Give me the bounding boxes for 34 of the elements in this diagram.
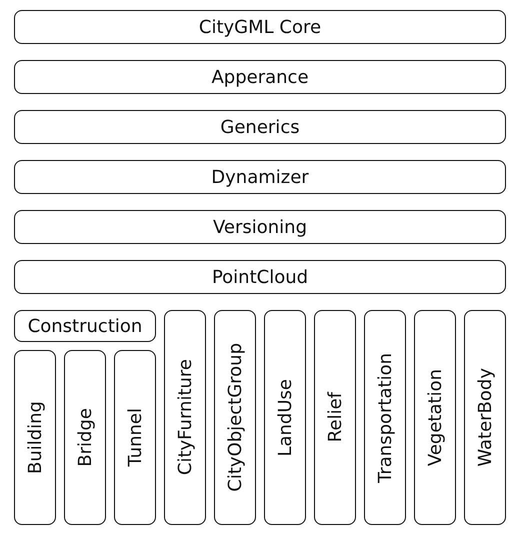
module-label: Versioning — [212, 216, 308, 238]
module-bar — [14, 60, 506, 94]
module-label: CityObjectGroup — [224, 343, 246, 492]
module-column — [114, 350, 156, 525]
module-column — [14, 350, 56, 525]
module-bar — [14, 310, 156, 342]
module-label: Bridge — [74, 408, 96, 467]
module-label: Generics — [220, 116, 300, 138]
module-column — [164, 310, 206, 525]
module-label: WaterBody — [474, 368, 496, 467]
module-label: Transportation — [374, 352, 396, 482]
module-label: PointCloud — [212, 266, 308, 288]
module-label: Relief — [324, 392, 346, 443]
module-label: Apperance — [211, 66, 309, 88]
module-column — [264, 310, 306, 525]
module-label: Building — [24, 400, 46, 474]
module-label: CityFurniture — [174, 359, 196, 476]
module-bar — [14, 160, 506, 194]
module-column — [214, 310, 256, 525]
module-column — [364, 310, 406, 525]
module-column — [314, 310, 356, 525]
module-bar — [14, 110, 506, 144]
module-label: Tunnel — [124, 408, 146, 467]
module-label: Construction — [28, 316, 142, 336]
module-column — [414, 310, 456, 525]
module-column — [464, 310, 506, 525]
module-label: Dynamizer — [211, 166, 309, 188]
module-label: Vegetation — [424, 368, 446, 466]
module-bar — [14, 10, 506, 44]
module-label: LandUse — [274, 378, 296, 456]
module-label: CityGML Core — [198, 16, 322, 38]
module-bar — [14, 210, 506, 244]
module-bar — [14, 260, 506, 294]
module-column — [64, 350, 106, 525]
